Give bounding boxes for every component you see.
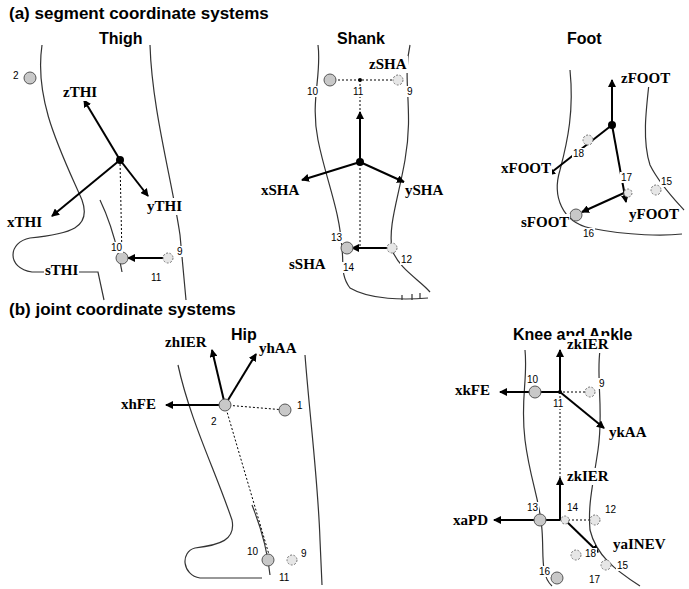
axis-label: sTHI (44, 262, 79, 279)
segment-title: Shank (336, 30, 386, 48)
axis-label: yFOOT (628, 206, 680, 223)
marker-number: 10 (246, 546, 259, 557)
marker-number: 14 (566, 502, 579, 513)
marker-number: 1 (296, 400, 304, 411)
marker-number: 13 (526, 502, 539, 513)
axis-label: xFOOT (500, 160, 552, 177)
axis-label: ykAA (608, 424, 648, 441)
axis-label: xSHA (260, 182, 300, 199)
marker-number: 10 (526, 374, 539, 385)
axis-label: yaINEV (612, 536, 667, 553)
axis-label: sFOOT (520, 214, 570, 231)
marker-number: 15 (660, 176, 673, 187)
marker-number: 2 (12, 70, 20, 81)
segment-title: Thigh (98, 30, 144, 48)
marker-number: 16 (538, 566, 551, 577)
marker-number: 11 (278, 572, 290, 583)
axis-label: xkFE (454, 382, 491, 399)
marker-number: 17 (588, 574, 601, 585)
marker-number: 12 (400, 254, 413, 265)
marker-number: 11 (352, 86, 364, 97)
axis-label: zhIER (164, 334, 208, 351)
marker-number: 9 (598, 378, 606, 389)
segment-title: Foot (566, 30, 603, 48)
marker-number: 12 (604, 504, 617, 515)
axis-label: zFOOT (620, 70, 671, 87)
marker-number: 2 (210, 416, 218, 427)
axis-label: zSHA (368, 56, 408, 73)
axis-label: xhFE (120, 396, 157, 413)
axis-label: yTHI (146, 198, 183, 215)
axis-label: zTHI (62, 84, 98, 101)
section-heading: (b) joint coordinate systems (8, 300, 237, 320)
marker-number: 9 (300, 548, 308, 559)
marker-number: 16 (582, 228, 595, 239)
marker-number: 11 (552, 398, 564, 409)
marker-number: 11 (150, 272, 162, 283)
section-heading: (a) segment coordinate systems (8, 4, 270, 24)
axis-label: xTHI (6, 214, 43, 231)
marker-number: 18 (572, 148, 585, 159)
joint-title: Hip (230, 326, 258, 344)
axis-label: yhAA (258, 340, 298, 357)
axis-label: xaPD (452, 512, 489, 529)
marker-number: 10 (110, 242, 123, 253)
axis-label: zkIER (566, 468, 610, 485)
marker-number: 14 (342, 262, 355, 273)
marker-number: 13 (330, 232, 343, 243)
marker-number: 17 (620, 172, 633, 183)
marker-number: 18 (584, 548, 597, 559)
marker-number: 9 (176, 246, 184, 257)
axis-label: sSHA (288, 256, 327, 273)
marker-number: 10 (306, 86, 319, 97)
axis-label: zkIER (566, 336, 610, 353)
marker-number: 15 (616, 560, 629, 571)
axis-label: ySHA (404, 182, 444, 199)
marker-number: 9 (406, 86, 414, 97)
